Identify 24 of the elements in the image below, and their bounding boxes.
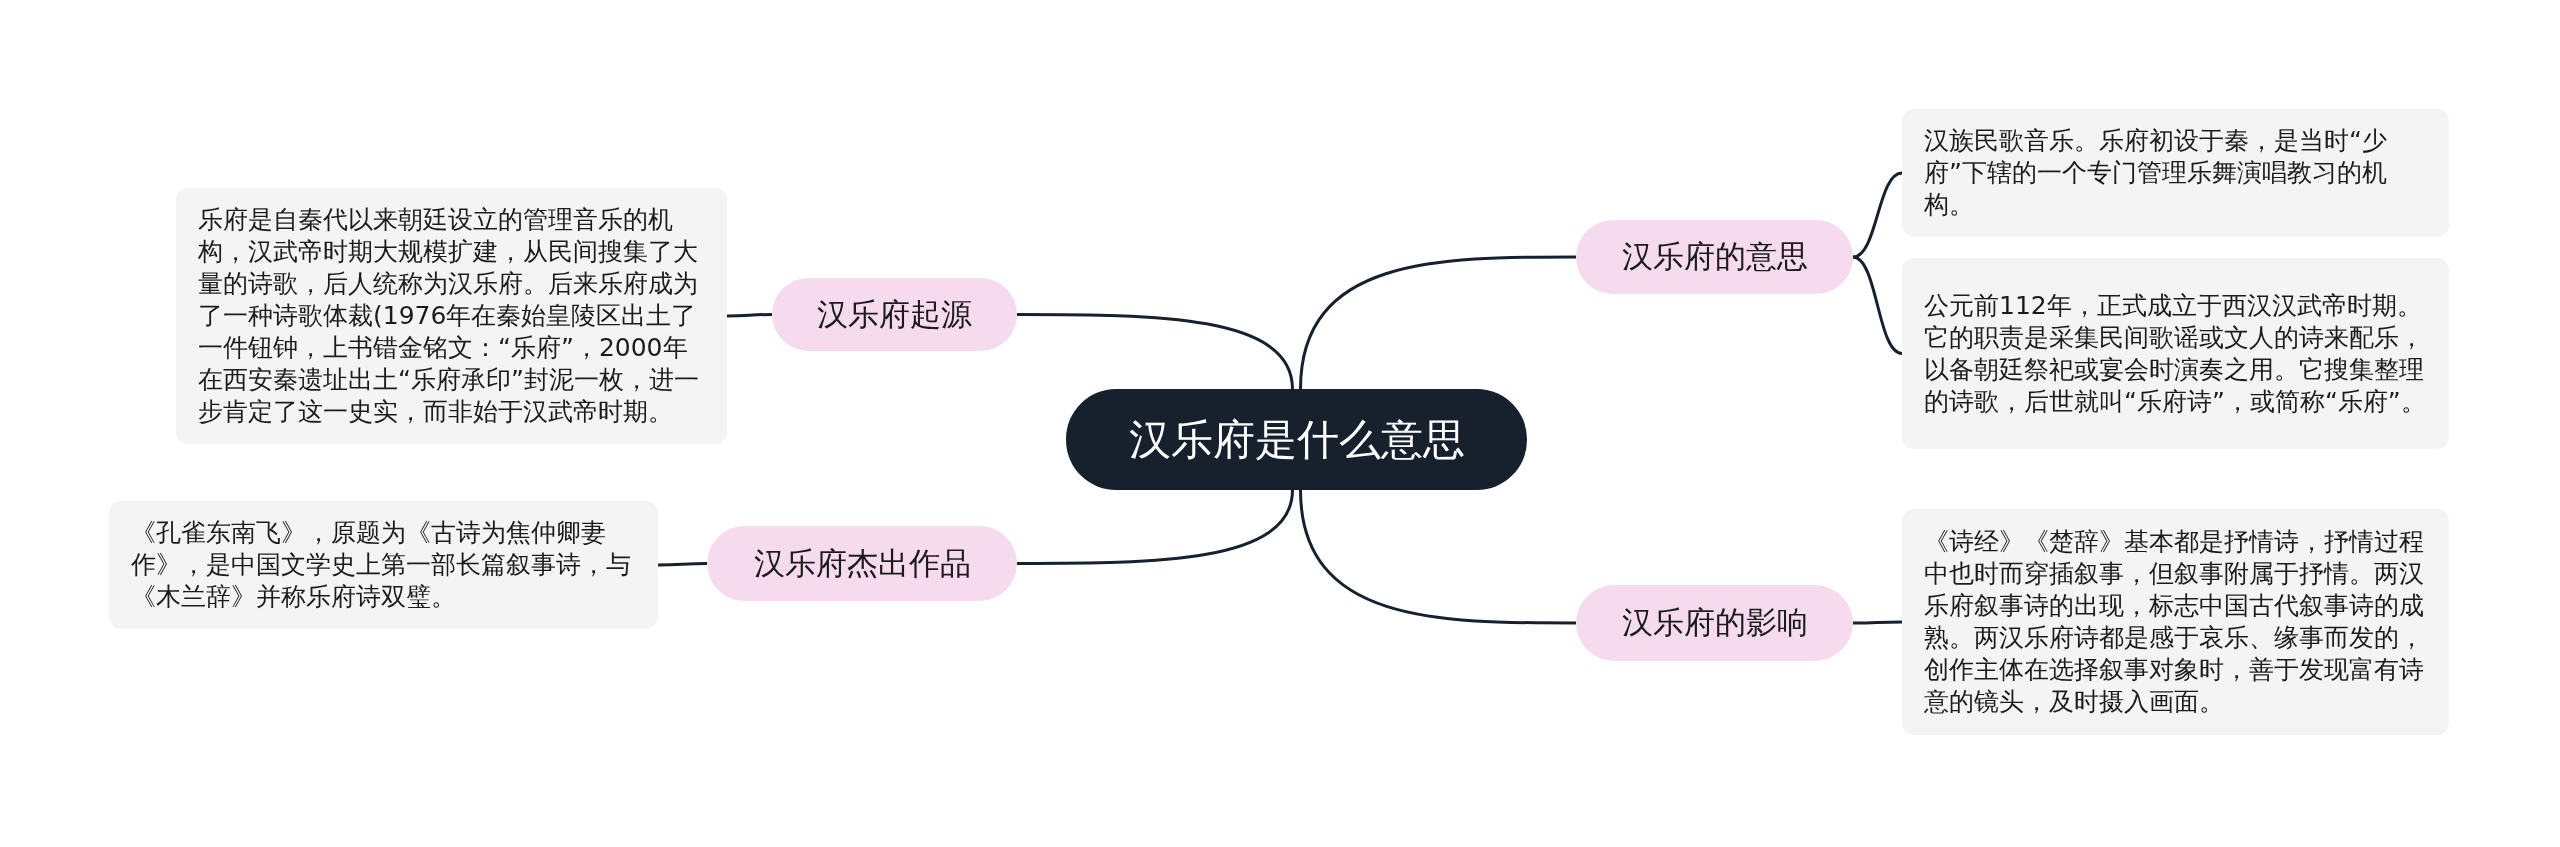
topic-text: 汉乐府杰出作品 xyxy=(753,543,971,583)
topic-text: 乐府是自秦代以来朝廷设立的管理音乐的机构，汉武帝时期大规模扩建，从民间搜集了大量的诗歌，后人统称为汉乐府。后来乐府成为了一种诗歌体裁(1976年在秦始皇陵区出土了一件钮钟，上书错金铭文：“乐府”，2000年在西安秦遗址出土“乐府承印”封泥一枚，进一步肯定了这一史实，而非始于汉武帝时期。 xyxy=(198,204,700,428)
connector-line xyxy=(1017,489,1294,565)
note-card xyxy=(1902,258,2449,449)
connector-line xyxy=(658,562,707,567)
connector-line xyxy=(1299,489,1576,625)
note-card xyxy=(176,188,727,444)
note-card xyxy=(1902,509,2449,735)
topic-text: 《孔雀东南飞》，原题为《古诗为焦仲卿妻作》，是中国文学史上第一部长篇叙事诗，与《木兰辞》并称乐府诗双璧。 xyxy=(131,517,632,613)
note-card xyxy=(109,501,658,629)
topic-text: 汉乐府是什么意思 xyxy=(1128,413,1465,466)
connector-line xyxy=(1853,620,1902,625)
topic-text: 汉乐府的影响 xyxy=(1621,603,1808,642)
topic-text: 《诗经》《楚辞》基本都是抒情诗，抒情过程中也时而穿插叙事，但叙事附属于抒情。两汉乐府叙事诗的出现，标志中国古代叙事诗的成熟。两汉乐府诗都是感于哀乐、缘事而发的，创作主体在选择叙事对象时，善于发现富有诗意的镜头，及时摄入画面。 xyxy=(1924,526,2425,718)
connector-line xyxy=(1299,255,1576,390)
topic-text: 汉乐府的意思 xyxy=(1621,237,1808,276)
topic-text: 汉族民歌音乐。乐府初设于秦，是当时“少府”下辖的一个专门管理乐舞演唱教习的机构。 xyxy=(1924,125,2388,221)
connector-line xyxy=(1852,255,1903,355)
note-card xyxy=(1902,109,2449,237)
topic-text: 公元前112年，正式成立于西汉汉武帝时期。它的职责是采集民间歌谣或文人的诗来配乐，以备朝廷祭祀或宴会时演奏之用。它搜集整理的诗歌，后世就叫“乐府诗”，或简称“乐府”。 xyxy=(1924,289,2427,418)
connector-line xyxy=(1017,313,1294,390)
connector-line xyxy=(1852,171,1903,259)
topic-text: 汉乐府起源 xyxy=(817,294,972,334)
connector-line xyxy=(727,313,772,318)
